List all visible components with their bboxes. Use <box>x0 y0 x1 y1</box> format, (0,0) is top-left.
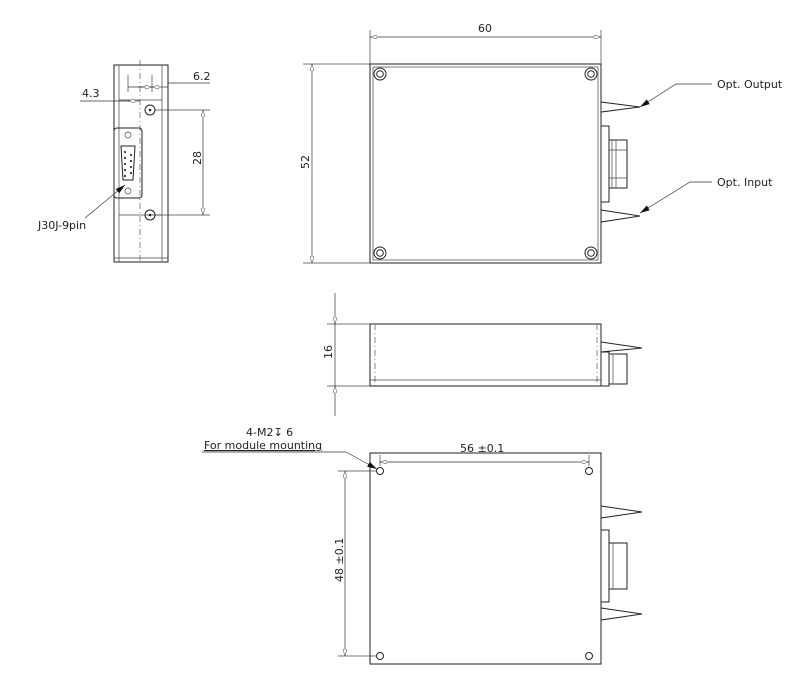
side-view: 16 <box>322 293 643 416</box>
dim-52-label: 52 <box>299 155 312 169</box>
mounting-hole-icon <box>376 467 593 660</box>
dim-60-label: 60 <box>478 22 492 35</box>
input-fiber-icon <box>600 209 641 223</box>
dim-28-label: 28 <box>191 151 204 165</box>
bottom-view: 56 ±0.1 48 ±0.1 4-M2↧ 6 For module mount… <box>202 426 643 665</box>
bottom-view-outline <box>369 452 602 665</box>
dim-48-label: 48 ±0.1 <box>333 538 346 582</box>
opt-output-label: Opt. Output <box>717 78 783 91</box>
db9-connector-icon <box>113 127 143 199</box>
side-view-outline <box>369 323 602 387</box>
front-view: 4.3 6.2 28 J30J-9pin <box>37 60 211 263</box>
hole-note-label: For module mounting <box>204 439 322 452</box>
side-fiber-icon <box>600 341 643 353</box>
opt-input-label: Opt. Input <box>717 176 773 189</box>
connector-label: J30J-9pin <box>37 219 86 232</box>
top-view-outline <box>369 63 602 264</box>
hole-spec-label: 4-M2↧ 6 <box>246 426 293 439</box>
connector-housing <box>608 139 628 189</box>
top-view: 60 52 Opt. Output Opt. Input <box>299 22 783 264</box>
corner-screw-icon <box>373 67 598 260</box>
dim-4-3-label: 4.3 <box>82 87 100 100</box>
front-hole-top <box>144 104 156 116</box>
dim-16-label: 16 <box>322 345 335 359</box>
dim-56-label: 56 ±0.1 <box>460 442 504 455</box>
output-fiber-icon <box>600 101 641 113</box>
dim-6-2-label: 6.2 <box>193 70 211 83</box>
